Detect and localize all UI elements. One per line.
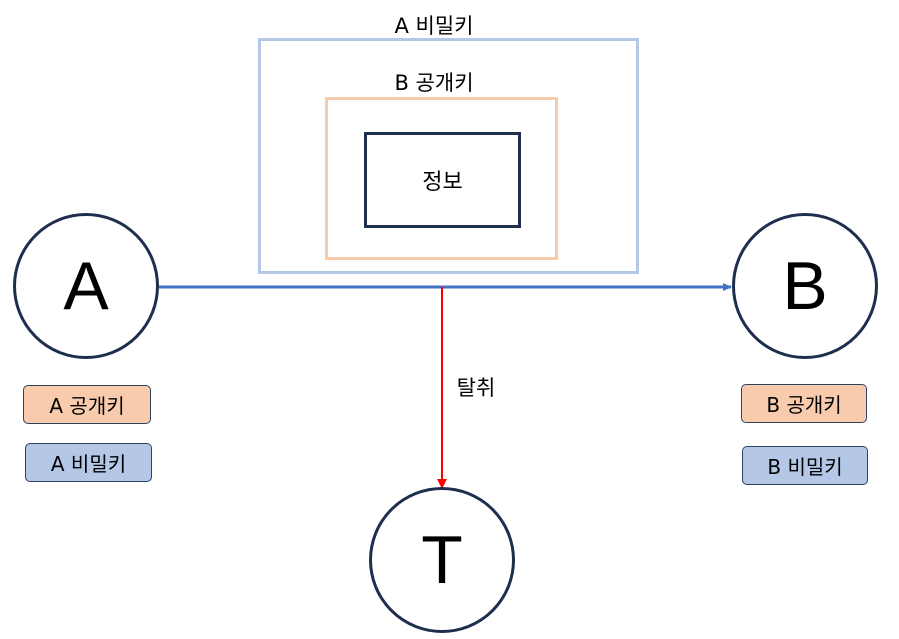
node-a-label: A (63, 248, 109, 324)
b-public-key-label: B 공개키 (766, 393, 842, 417)
node-t: T (369, 487, 515, 633)
intercept-label: 탈취 (456, 376, 496, 400)
a-private-key-badge: A 비밀키 (25, 443, 152, 482)
node-a: A (13, 213, 159, 359)
inner-encryption-box (325, 97, 558, 260)
node-b: B (732, 213, 878, 359)
a-public-key-label: A 공개키 (49, 394, 125, 418)
intercept-arrowhead (437, 479, 447, 489)
info-box: 정보 (364, 132, 521, 228)
outer-key-label: A 비밀키 (394, 14, 474, 38)
a-private-key-label: A 비밀키 (50, 452, 127, 476)
outer-encryption-box (258, 38, 639, 274)
b-public-key-badge: B 공개키 (741, 384, 867, 423)
inner-key-label: B 공개키 (394, 71, 474, 95)
node-t-label: T (421, 522, 463, 598)
info-label: 정보 (422, 170, 463, 195)
node-b-label: B (782, 248, 828, 324)
a-public-key-badge: A 공개키 (23, 385, 151, 424)
b-private-key-label: B 비밀키 (767, 455, 843, 479)
b-private-key-badge: B 비밀키 (742, 446, 868, 485)
